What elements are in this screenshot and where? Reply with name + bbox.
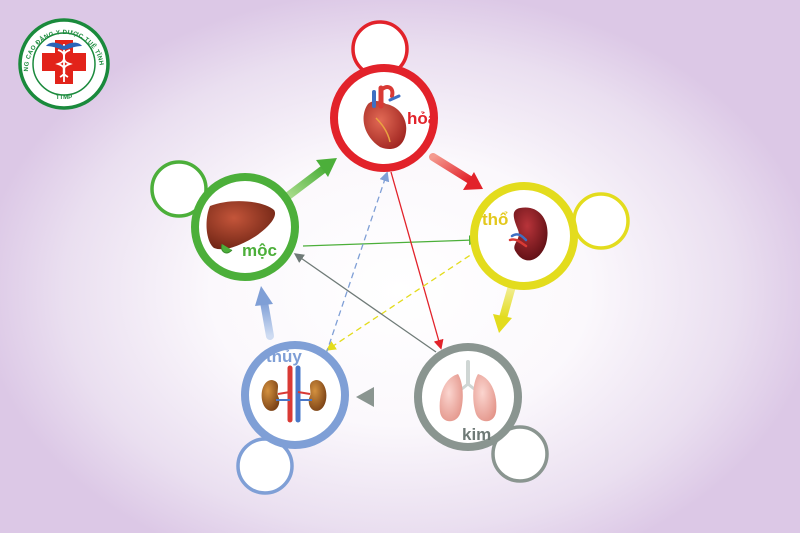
logo-sub-text: TTMP bbox=[56, 95, 72, 101]
generating-cycle-arrows bbox=[255, 153, 516, 407]
school-logo: TRƯỜNG CAO ĐẲNG Y DƯỢC TUỆ TĨNH HÀ NỘI T… bbox=[0, 0, 110, 110]
star-line-hoa-to-kim bbox=[390, 171, 444, 350]
kidneys-icon bbox=[261, 365, 327, 423]
controlling-cycle-star bbox=[293, 171, 479, 355]
small-badge-kim bbox=[491, 425, 549, 483]
small-badge-tho bbox=[572, 192, 630, 250]
arrow-moc-to-hoa bbox=[284, 158, 337, 200]
star-line-kim-to-moc bbox=[293, 253, 437, 353]
element-node-thuy[interactable]: thủy bbox=[236, 341, 349, 495]
arrow-tho-to-kim bbox=[493, 282, 516, 333]
arrow-hoa-to-tho bbox=[429, 153, 483, 190]
label-hoa: hỏa bbox=[407, 109, 438, 128]
spleen-icon bbox=[508, 207, 548, 261]
star-line-tho-to-thuy bbox=[325, 249, 479, 351]
element-node-moc[interactable]: mộc bbox=[150, 160, 299, 281]
element-node-hoa[interactable]: hỏa bbox=[330, 20, 438, 172]
label-thuy: thủy bbox=[266, 347, 302, 366]
element-node-tho[interactable]: thổ bbox=[470, 182, 630, 290]
ring-thuy bbox=[241, 341, 349, 449]
star-line-thuy-to-hoa bbox=[325, 171, 390, 355]
caduceus-icon bbox=[55, 44, 73, 82]
small-badge-moc bbox=[150, 160, 208, 218]
element-node-kim[interactable]: kim bbox=[414, 343, 549, 483]
label-moc: mộc bbox=[242, 241, 277, 260]
ring-kim bbox=[414, 343, 522, 451]
label-kim: kim bbox=[462, 425, 491, 444]
heart-icon bbox=[363, 85, 407, 150]
liver-icon bbox=[206, 201, 276, 254]
label-tho: thổ bbox=[482, 210, 508, 229]
logo-wings-icon bbox=[46, 42, 82, 50]
star-line-moc-to-tho bbox=[302, 235, 479, 247]
arrow-kim-to-thuy bbox=[356, 387, 416, 407]
arrow-thuy-to-moc bbox=[255, 286, 274, 340]
lungs-icon bbox=[439, 360, 497, 422]
